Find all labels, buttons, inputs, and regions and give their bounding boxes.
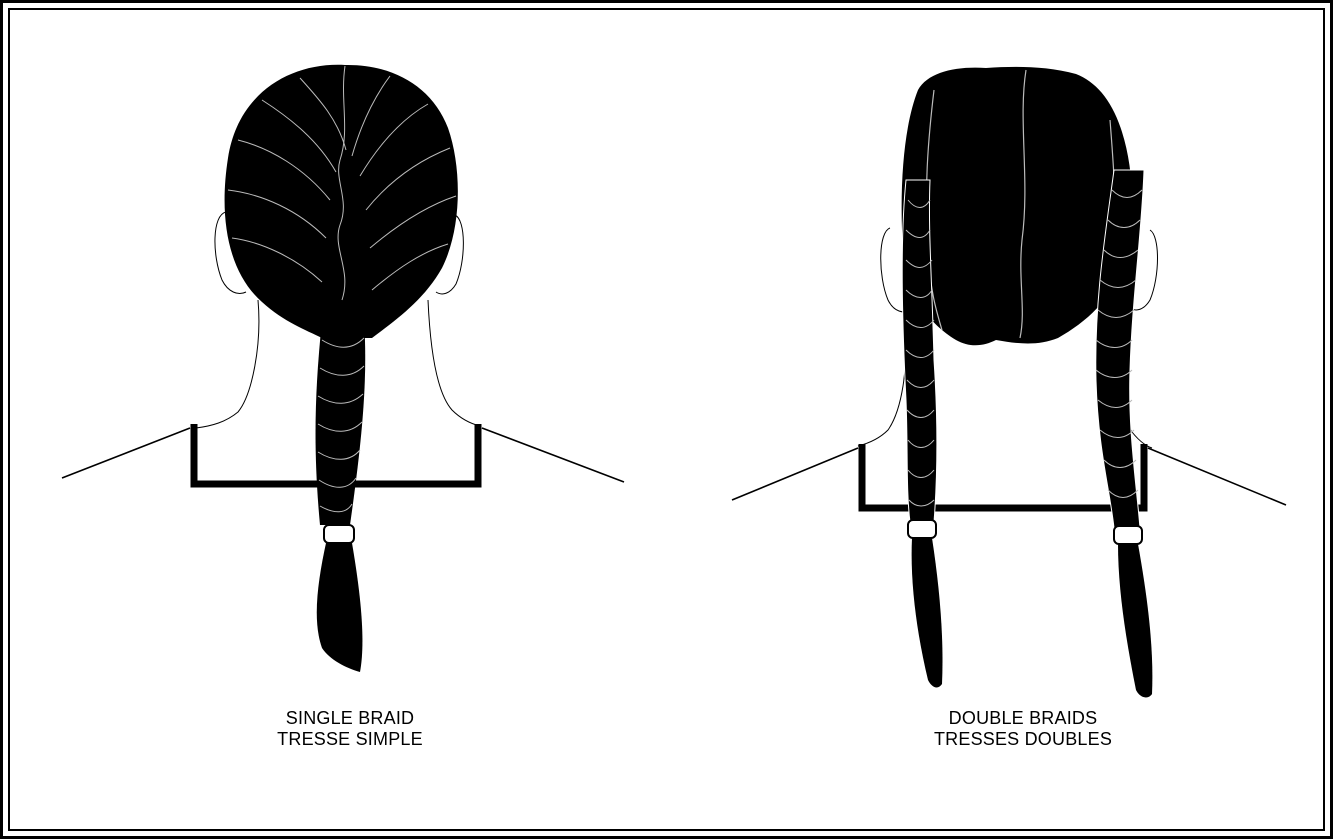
neck-right bbox=[428, 300, 480, 426]
caption-english: DOUBLE BRAIDS bbox=[873, 708, 1173, 729]
shoulder-left bbox=[62, 428, 190, 478]
shoulder-right bbox=[482, 428, 624, 482]
neck-left bbox=[858, 318, 906, 446]
single-braid-caption: SINGLE BRAID TRESSE SIMPLE bbox=[200, 708, 500, 750]
caption-french: TRESSES DOUBLES bbox=[873, 729, 1173, 750]
neck-left bbox=[196, 300, 259, 428]
braid-tail bbox=[317, 543, 363, 672]
collar bbox=[862, 444, 1144, 508]
right-braid-tail bbox=[1118, 544, 1152, 697]
hair-tie bbox=[324, 525, 354, 543]
hair-head bbox=[225, 65, 458, 338]
shoulder-right bbox=[1148, 448, 1286, 505]
shoulder-left bbox=[732, 448, 858, 500]
caption-english: SINGLE BRAID bbox=[200, 708, 500, 729]
left-braid-tail bbox=[912, 538, 943, 687]
braid bbox=[316, 320, 366, 525]
double-braids-caption: DOUBLE BRAIDS TRESSES DOUBLES bbox=[873, 708, 1173, 750]
caption-french: TRESSE SIMPLE bbox=[200, 729, 500, 750]
right-hair-tie bbox=[1114, 526, 1142, 544]
left-hair-tie bbox=[908, 520, 936, 538]
